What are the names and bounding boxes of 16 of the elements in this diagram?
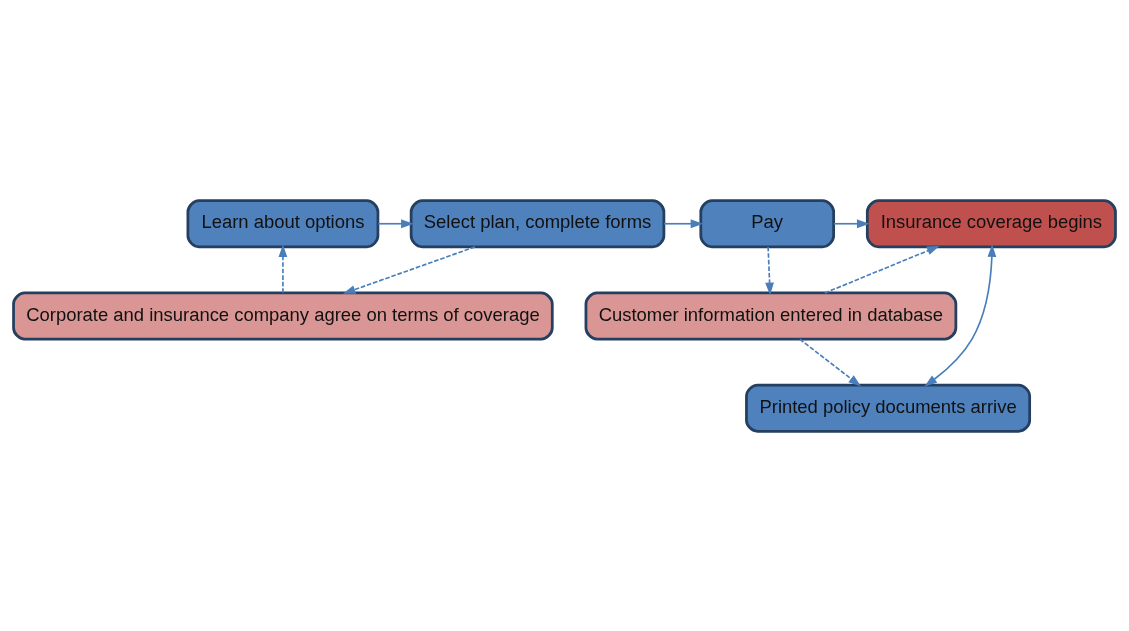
arrow <box>278 244 288 293</box>
node-box: Customer information entered in database <box>584 291 958 340</box>
arrow <box>342 245 476 294</box>
arrow <box>765 245 774 295</box>
node-box: Corporate and insurance company agree on terms of coverage <box>12 291 554 340</box>
node-box: Learn about options <box>186 198 380 248</box>
node-box: Insurance coverage begins <box>865 198 1117 248</box>
arrow <box>663 218 704 228</box>
node-box: Printed policy documents arrive <box>745 383 1032 433</box>
arrow <box>924 243 997 386</box>
node-box: Pay <box>699 198 835 248</box>
arrow <box>799 337 861 386</box>
node-box: Select plan, complete forms <box>409 198 666 248</box>
arrow <box>824 245 940 294</box>
arrow <box>832 218 870 228</box>
arrow <box>377 218 414 228</box>
